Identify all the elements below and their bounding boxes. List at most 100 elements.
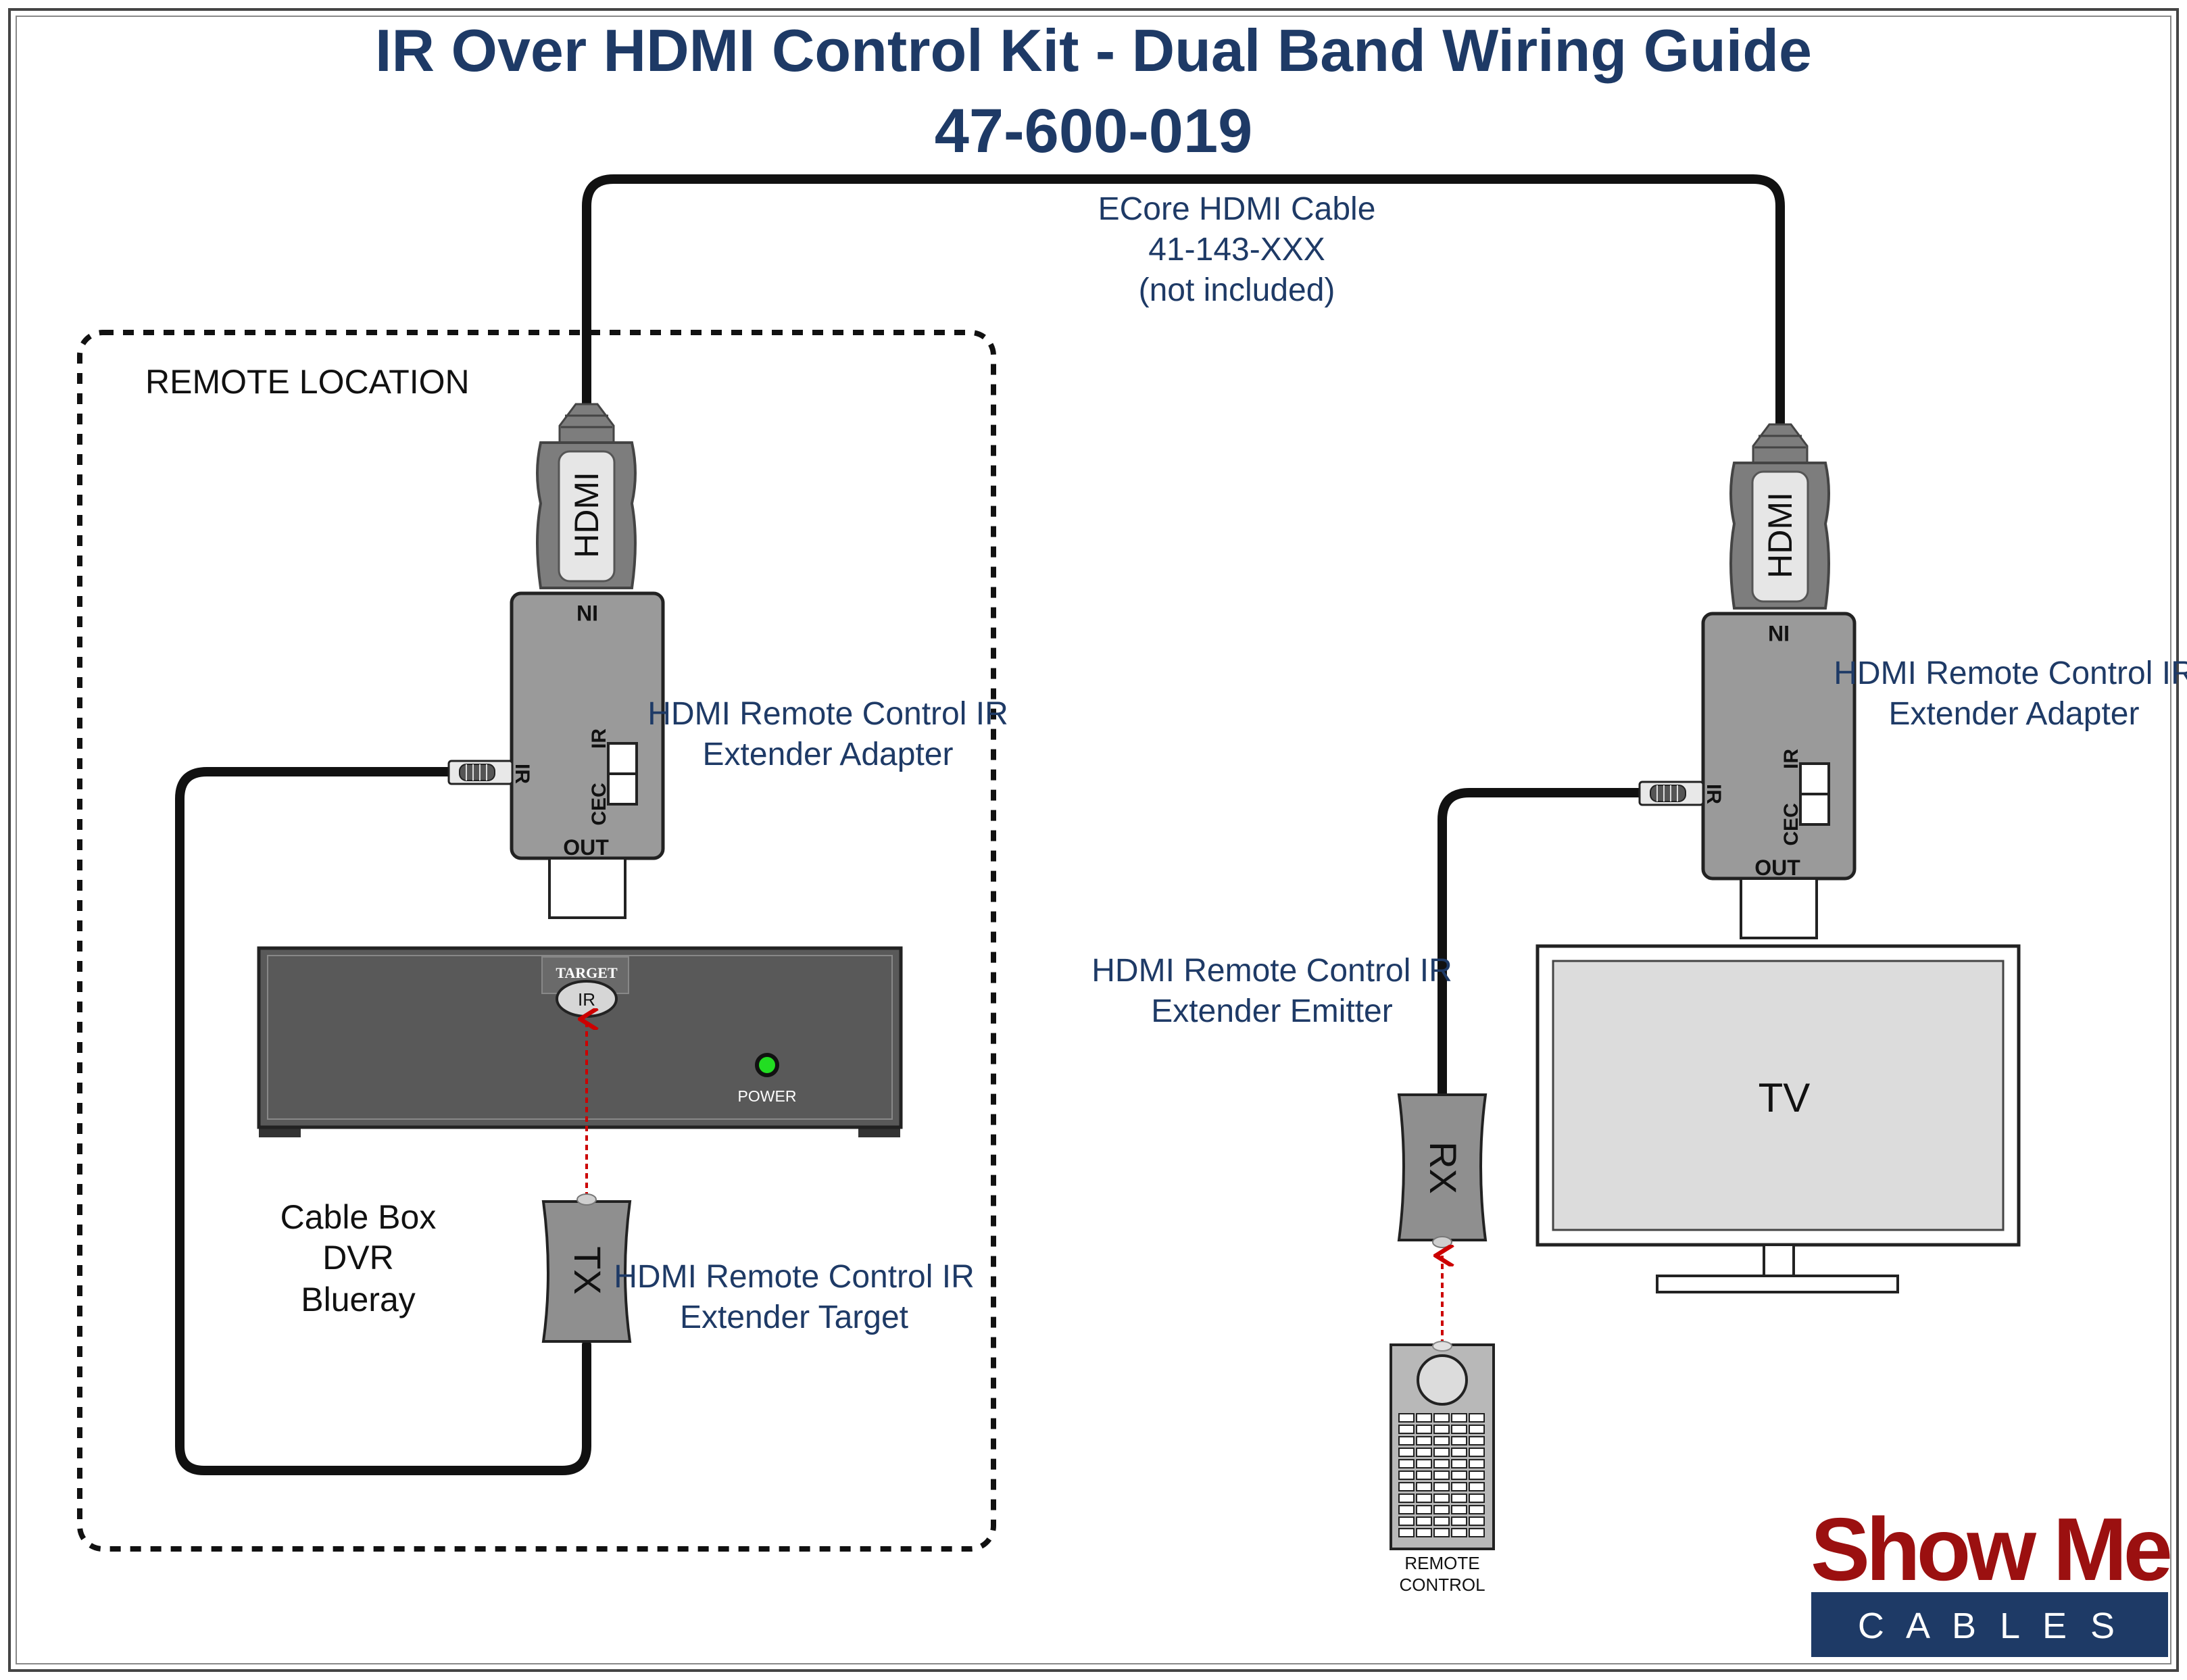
source-caption-line3: Blueray xyxy=(301,1281,416,1318)
ecore-hdmi-cable xyxy=(582,174,1785,430)
remote-control xyxy=(1390,1341,1495,1550)
logo-sub-text: C A B L E S xyxy=(1858,1606,2121,1646)
cable-caption-name: ECore HDMI Cable xyxy=(1098,191,1376,227)
remote-location-label: REMOTE LOCATION xyxy=(145,363,470,401)
remote-key xyxy=(1398,1528,1415,1537)
remote-key xyxy=(1398,1448,1415,1457)
remote-key xyxy=(1398,1482,1415,1491)
remote-key xyxy=(1451,1459,1467,1468)
tv-label: TV xyxy=(1759,1075,1811,1120)
tv-screen xyxy=(1552,960,2005,1231)
left-ir-jack xyxy=(447,760,514,785)
remote-key xyxy=(1469,1516,1485,1526)
left-ir-cable xyxy=(175,767,591,1475)
remote-key xyxy=(1451,1425,1467,1434)
tx-target: TX xyxy=(541,1193,632,1343)
remote-key xyxy=(1433,1528,1450,1537)
remote-key xyxy=(1469,1528,1485,1537)
cable-caption-note: (not included) xyxy=(1139,272,1335,308)
remote-key xyxy=(1398,1505,1415,1514)
left-out-plug xyxy=(548,857,626,919)
right-adapter-body xyxy=(1701,612,1857,881)
remote-key xyxy=(1398,1436,1415,1446)
remote-key xyxy=(1416,1448,1432,1457)
remote-key xyxy=(1469,1482,1485,1491)
right-ir-cable xyxy=(1437,788,1644,1103)
remote-key xyxy=(1433,1482,1450,1491)
logo-cables-bar xyxy=(1811,1592,2168,1657)
remote-key xyxy=(1433,1459,1450,1468)
remote-key xyxy=(1451,1528,1467,1537)
rx-receiver-lens xyxy=(1432,1236,1452,1248)
diagram-title: IR Over HDMI Control Kit - Dual Band Wir… xyxy=(375,17,1812,84)
remote-key xyxy=(1416,1482,1432,1491)
remote-key xyxy=(1416,1436,1432,1446)
source-ir-label: IR xyxy=(578,989,595,1010)
target-caption-line2: Extender Target xyxy=(680,1300,908,1335)
remote-ir-led xyxy=(1432,1341,1452,1352)
right-hdmi-strain-relief xyxy=(1752,423,1809,464)
remote-key xyxy=(1433,1516,1450,1526)
remote-key xyxy=(1469,1448,1485,1457)
source-caption-line2: DVR xyxy=(322,1239,394,1277)
show-me-cables-logo: Show Me C A B L E S xyxy=(1811,1500,2174,1657)
right-in-label: IN xyxy=(1768,621,1790,645)
target-caption-line1: HDMI Remote Control IR xyxy=(614,1259,974,1295)
rx-label: RX xyxy=(1422,1141,1465,1194)
remote-key xyxy=(1398,1516,1415,1526)
right-adapter-caption-line1: HDMI Remote Control IR xyxy=(1834,656,2187,691)
remote-key xyxy=(1469,1505,1485,1514)
remote-key xyxy=(1416,1528,1432,1537)
emitter-caption-line2: Extender Emitter xyxy=(1151,993,1392,1029)
page-frame xyxy=(8,8,2179,1672)
tv-base xyxy=(1656,1275,1899,1293)
left-hdmi-strain-relief xyxy=(558,403,615,444)
left-adapter-caption-line1: HDMI Remote Control IR xyxy=(647,696,1008,732)
rx-emitter: RX xyxy=(1397,1093,1488,1248)
remote-key xyxy=(1416,1493,1432,1503)
remote-key xyxy=(1433,1425,1450,1434)
emitter-caption-line1: HDMI Remote Control IR xyxy=(1091,953,1452,989)
remote-key xyxy=(1433,1505,1450,1514)
right-adapter: HDMI IN OUT IR CEC IR xyxy=(1701,423,1857,939)
right-ir-port-label: IR xyxy=(1702,784,1725,804)
remote-key xyxy=(1433,1471,1450,1480)
remote-label-line2: CONTROL xyxy=(1399,1575,1485,1595)
remote-key xyxy=(1433,1448,1450,1457)
remote-key xyxy=(1416,1413,1432,1423)
remote-key xyxy=(1416,1471,1432,1480)
left-hdmi-label: HDMI xyxy=(568,472,606,558)
source-caption-line1: Cable Box xyxy=(280,1198,437,1236)
remote-key xyxy=(1416,1459,1432,1468)
remote-key xyxy=(1469,1436,1485,1446)
remote-key xyxy=(1451,1493,1467,1503)
left-switch-cec-label: CEC xyxy=(588,783,610,825)
left-in-label: IN xyxy=(576,601,598,625)
remote-key xyxy=(1451,1413,1467,1423)
remote-location-region xyxy=(77,330,996,1552)
tx-label: TX xyxy=(566,1246,609,1295)
remote-keypad xyxy=(1398,1413,1485,1537)
left-adapter: HDMI IN OUT IR CEC IR xyxy=(510,403,665,919)
remote-key xyxy=(1398,1493,1415,1503)
remote-key xyxy=(1451,1482,1467,1491)
remote-key xyxy=(1451,1516,1467,1526)
remote-key xyxy=(1451,1505,1467,1514)
diagram-part-number: 47-600-019 xyxy=(935,97,1253,166)
tx-target-body xyxy=(541,1200,632,1343)
left-out-label: OUT xyxy=(563,835,609,860)
cable-caption-part: 41-143-XXX xyxy=(1148,232,1325,268)
remote-key xyxy=(1398,1471,1415,1480)
logo-main-text: Show Me xyxy=(1811,1500,2170,1599)
remote-key xyxy=(1469,1425,1485,1434)
remote-key xyxy=(1469,1459,1485,1468)
right-adapter-caption-line2: Extender Adapter xyxy=(1889,696,2140,732)
page-frame-inner xyxy=(16,16,2171,1664)
target-label: TARGET xyxy=(556,964,618,981)
remote-key xyxy=(1416,1505,1432,1514)
remote-key xyxy=(1469,1471,1485,1480)
remote-key xyxy=(1398,1459,1415,1468)
right-out-label: OUT xyxy=(1754,856,1800,880)
remote-key xyxy=(1433,1493,1450,1503)
left-adapter-caption-line2: Extender Adapter xyxy=(703,737,954,772)
